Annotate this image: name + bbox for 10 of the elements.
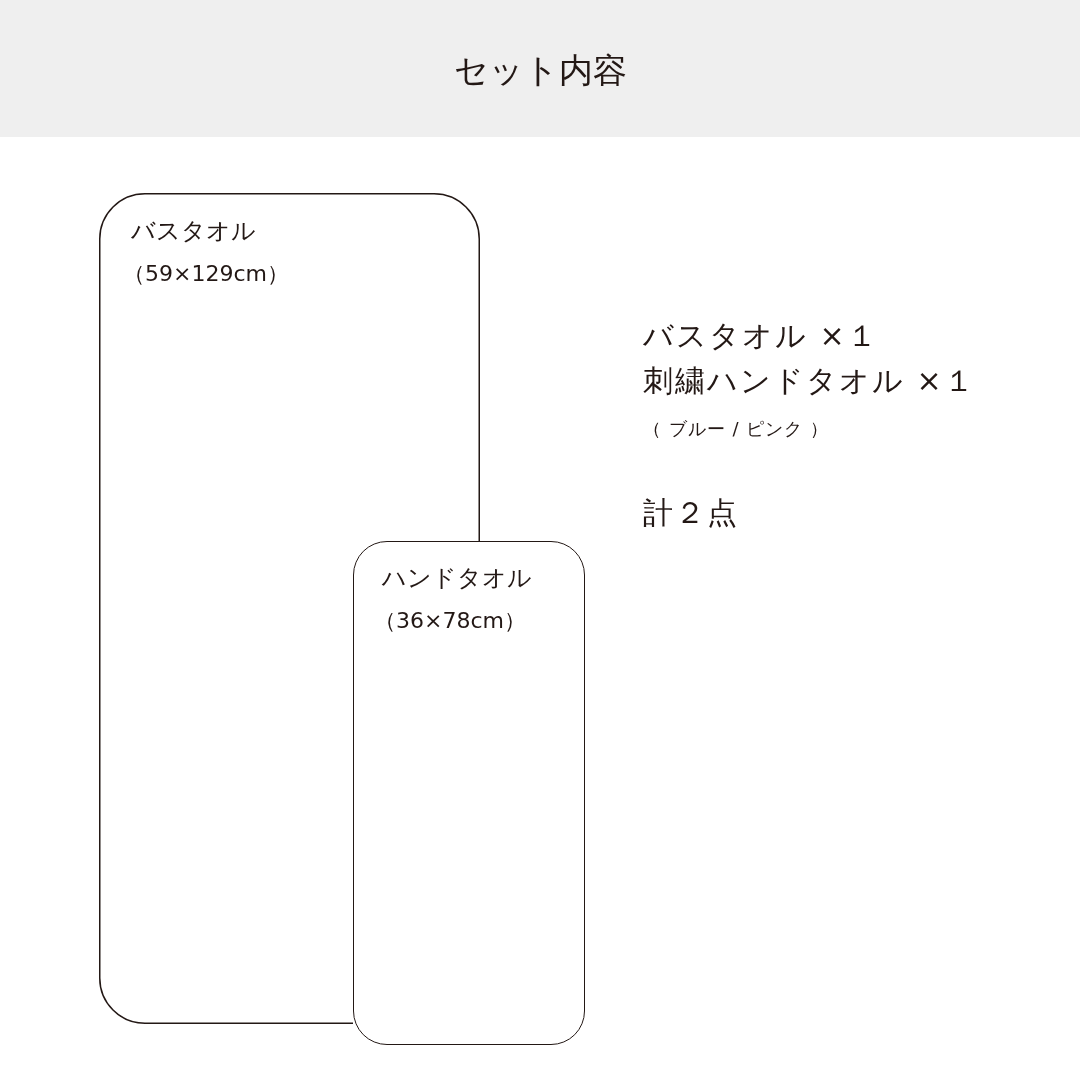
item-line: バスタオル ×１ [643,317,879,355]
size-label: （36×78cm） [374,607,526,635]
color-note: （ ブルー / ピンク ） [643,417,829,441]
title: セット内容 [452,49,628,92]
towel-name: ハンドタオル [382,563,532,594]
total-count: 計２点 [643,494,739,532]
towel-name: バスタオル [131,216,256,247]
size-label: （59×129cm） [123,260,289,288]
towel-box [353,541,585,1045]
item-line: 刺繍ハンドタオル ×１ [643,362,976,400]
